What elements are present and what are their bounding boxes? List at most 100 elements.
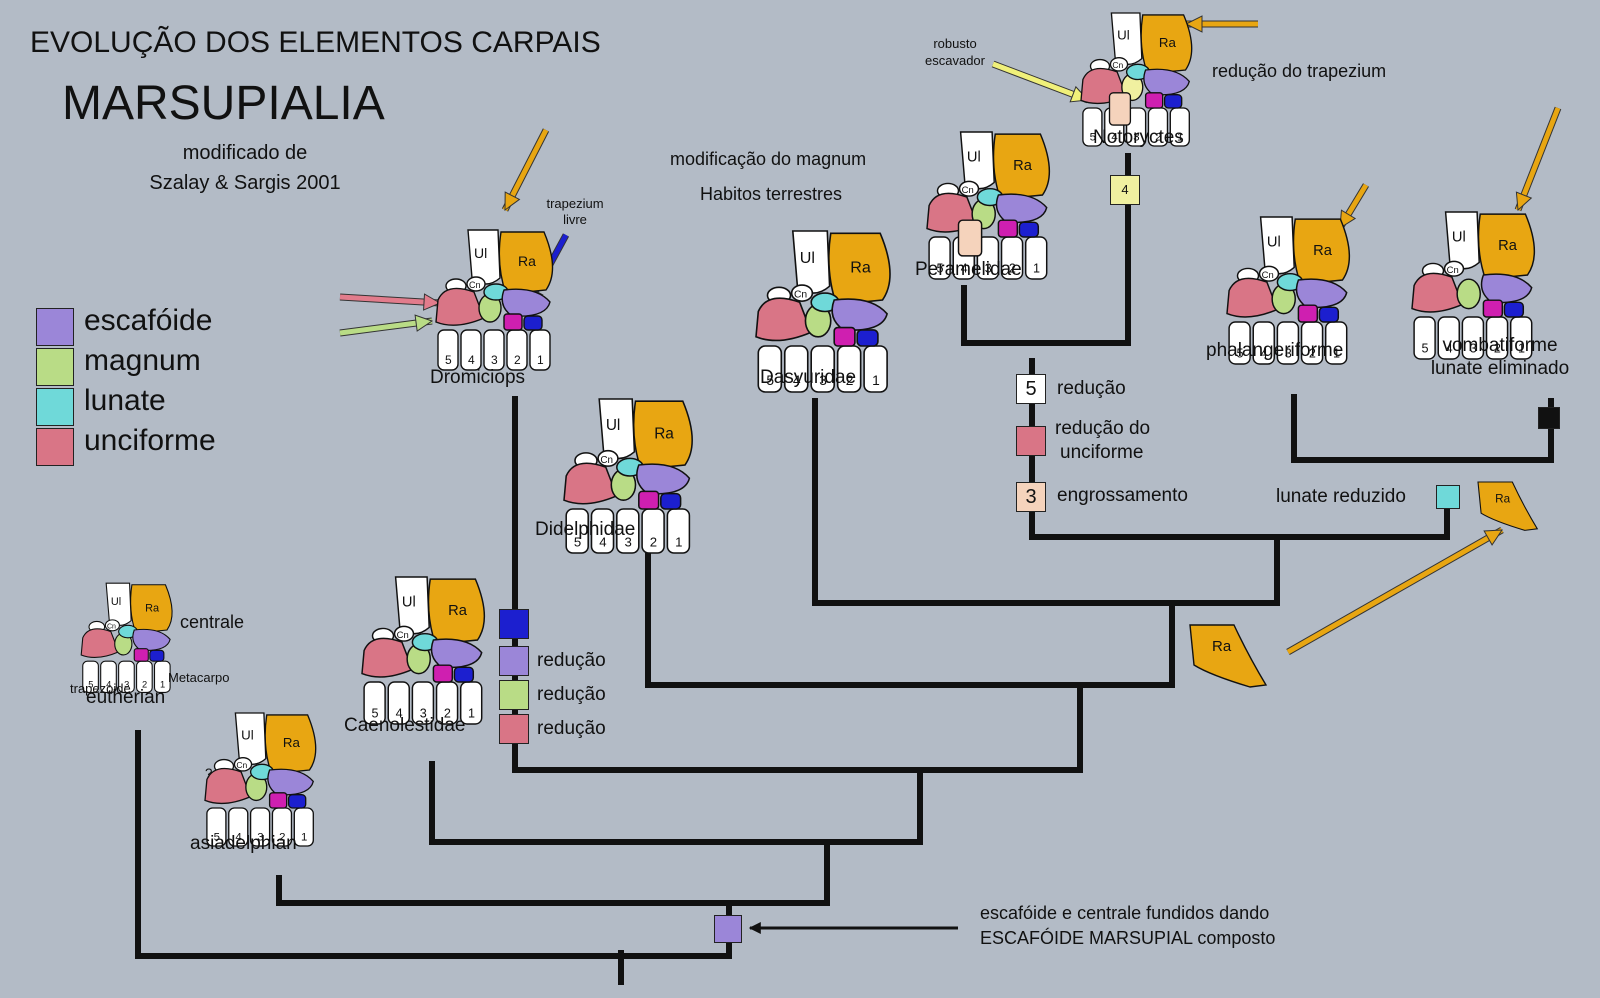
trapezium-eutherian xyxy=(149,649,165,662)
state-label-unciforme-reducao: redução xyxy=(537,718,606,739)
loose-radius-lower: Ra xyxy=(1189,624,1268,688)
digit-label-notoryctes: 3 xyxy=(1133,131,1139,143)
state-box-unciforme-reducao xyxy=(499,714,529,744)
digit-label-asiadelphian: 4 xyxy=(235,831,241,843)
digit-label-notoryctes: 5 xyxy=(1090,131,1096,143)
digit-label-caenolestidae: 1 xyxy=(468,707,475,721)
state-label-3: engrossamento xyxy=(1057,485,1188,506)
escafoide-dasyuridae xyxy=(831,298,888,331)
digit-label-peramelidae: 5 xyxy=(936,262,943,276)
trapezium-asiadelphian xyxy=(287,794,307,809)
digit-label-dromiciops: 1 xyxy=(537,353,544,367)
legend-label-unciforme: unciforme xyxy=(84,424,216,457)
digit-label-phalangeriforme: 3 xyxy=(1285,347,1292,361)
legend-label-lunate: lunate xyxy=(84,384,166,417)
metacarpal-notoryctes-5 xyxy=(1082,107,1103,147)
arrow-notoryctes-radius xyxy=(1184,15,1258,33)
state-box-trapezium xyxy=(499,609,529,639)
state-box-3: 3 xyxy=(1016,482,1046,512)
state-box-unciforme xyxy=(1016,426,1046,456)
taxon-peramelidae: Peramelidae xyxy=(915,259,1022,280)
trapezoid-notoryctes xyxy=(1144,92,1164,109)
annotation-escafoide-1: escafóide e centrale fundidos dando xyxy=(980,903,1270,923)
arrow-robusto-escavador-shaft xyxy=(992,61,1089,103)
digit-label-eutherian: 4 xyxy=(106,680,111,690)
radius-label-dromiciops: Ra xyxy=(518,253,536,269)
metacarpal-dromiciops-3 xyxy=(483,329,505,371)
escafoide-dromiciops xyxy=(501,288,551,317)
legend-swatch-magnum xyxy=(36,348,74,386)
state-box-escafoide-reducao xyxy=(499,646,529,676)
digit-label-peramelidae: 1 xyxy=(1033,262,1040,276)
metacarpal-peramelidae-5 xyxy=(928,236,951,280)
digit-label-eutherian: 3 xyxy=(124,680,129,690)
annotation-reducao-trapezium: redução do trapezium xyxy=(1212,61,1387,81)
loose-radius-label-upper: Ra xyxy=(1495,492,1510,505)
digit-label-phalangeriforme: 4 xyxy=(1261,347,1268,361)
digit-label-dromiciops: 5 xyxy=(445,353,452,367)
digit-label-dasyuridae: 3 xyxy=(819,373,827,388)
metacarpal-eutherian-4 xyxy=(100,660,117,693)
digit-label-asiadelphian: 1 xyxy=(301,831,307,843)
taxon-dromiciops: Dromiciops xyxy=(430,367,526,388)
arrow-notoryctes-radius-head xyxy=(1184,15,1203,33)
state-label-unciforme-1: redução do xyxy=(1055,418,1151,439)
ulna-label-caenolestidae: Ul xyxy=(402,594,416,610)
digit-label-dasyuridae: 5 xyxy=(766,373,774,388)
arrow-dromiciops-unciforme-shaft xyxy=(339,294,441,306)
escafoide-eutherian xyxy=(132,628,171,651)
digit-label-notoryctes: 1 xyxy=(1177,131,1183,143)
branch-node-diprotodontia xyxy=(1291,394,1554,463)
digit-label-vombatiforme: 1 xyxy=(1518,342,1525,356)
unciforme-dromiciops xyxy=(435,287,485,326)
metacarpal-phalangeriforme-4 xyxy=(1252,321,1275,365)
annotation-escafoide-2: ESCAFÓIDE MARSUPIAL composto xyxy=(980,928,1276,948)
taxon-phalangeriforme: phalangeriforme xyxy=(1206,340,1344,361)
metacarpal-caenolestidae-5 xyxy=(363,681,386,725)
legend-swatch-unciforme xyxy=(36,428,74,466)
digit-label-didelphidae: 2 xyxy=(650,534,657,549)
unciforme-vombatiforme xyxy=(1411,272,1464,313)
taxon-didelphidae: Didelphidae xyxy=(535,519,636,540)
escafoide-peramelidae xyxy=(995,193,1048,224)
trapezium-phalangeriforme xyxy=(1318,306,1340,323)
radius-label-dasyuridae: Ra xyxy=(850,258,871,276)
digit-label-phalangeriforme: 2 xyxy=(1309,347,1316,361)
cuneiform-label-eutherian: Cn xyxy=(107,623,116,630)
metacarpal-dasyuridae-3 xyxy=(810,345,836,393)
state-box-magnum-reducao xyxy=(499,680,529,710)
metacarpal-eutherian-5 xyxy=(82,660,99,693)
digit-label-peramelidae: 3 xyxy=(985,262,992,276)
escafoide-caenolestidae xyxy=(430,638,483,669)
metacarpal-phalangeriforme-3 xyxy=(1276,321,1300,365)
cuneiform-label-asiadelphian: Cn xyxy=(236,760,247,770)
radius-label-eutherian: Ra xyxy=(145,602,160,614)
metacarpal-asiadelphian-4 xyxy=(228,807,249,847)
page-subtitle: MARSUPIALIA xyxy=(62,77,385,130)
cuneiform-vombatiforme xyxy=(1443,260,1465,277)
loose-radius-shape-lower xyxy=(1189,624,1268,688)
trapezium-peramelidae xyxy=(1018,221,1040,238)
arrow-robusto-escavador xyxy=(991,60,1090,104)
taxon-notoryctes: Notoryctes xyxy=(1093,127,1184,148)
metacarpal-dasyuridae-5 xyxy=(757,345,783,393)
escafoide-notoryctes xyxy=(1143,68,1191,96)
state-label-escafoide-reducao: redução xyxy=(537,650,606,671)
digit-label-vombatiforme: 5 xyxy=(1421,342,1428,356)
taxon-eutherian: eutherian xyxy=(86,687,166,708)
metacarpal-vombatiforme-3 xyxy=(1461,316,1485,360)
digit-label-notoryctes: 4 xyxy=(1111,131,1117,143)
state-box-escafoide-marsupial xyxy=(714,915,742,943)
digit-label-caenolestidae: 4 xyxy=(396,707,403,721)
ulna-label-didelphidae: Ul xyxy=(606,417,621,434)
loose-radius-upper: Ra xyxy=(1477,481,1539,531)
digit-label-asiadelphian: 5 xyxy=(214,831,220,843)
trapezoid-dasyuridae xyxy=(833,326,856,347)
metacarpal-asiadelphian-3 xyxy=(249,807,271,847)
